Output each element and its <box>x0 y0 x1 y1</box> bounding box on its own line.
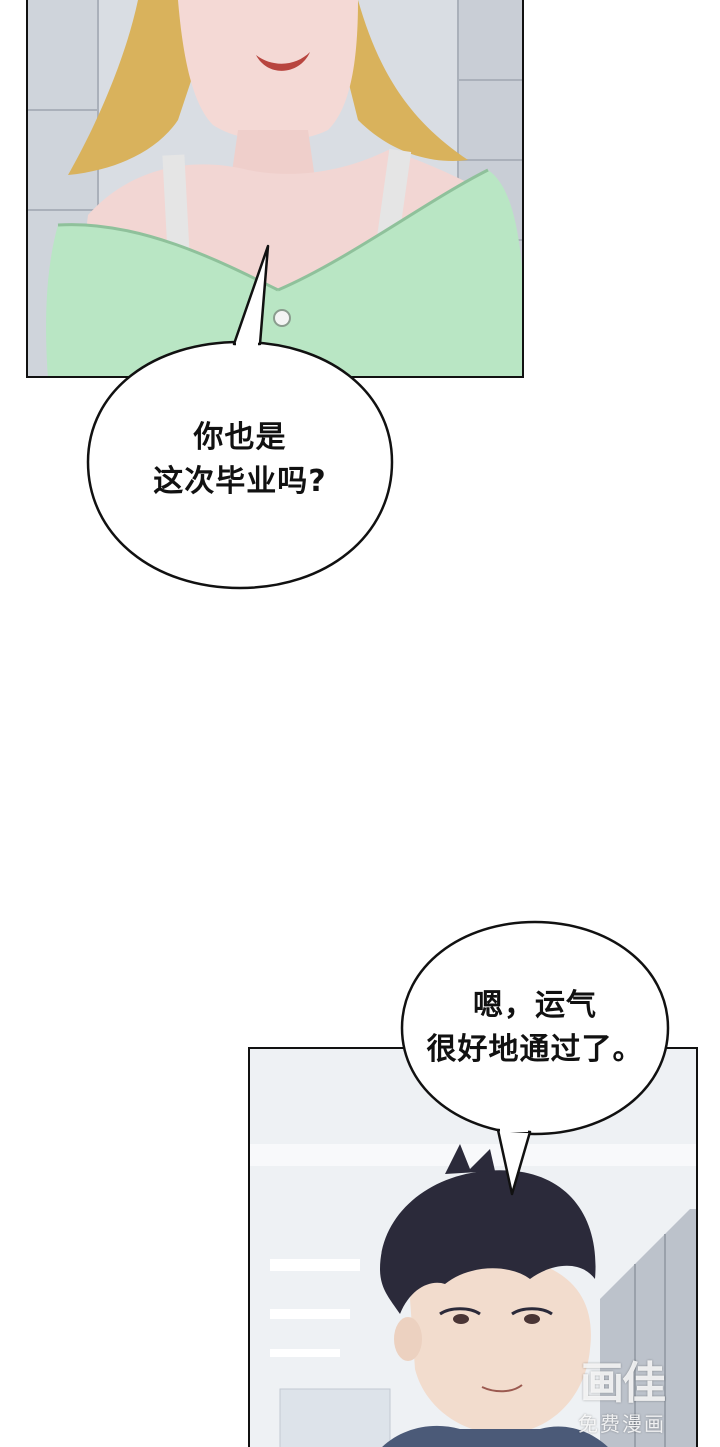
bubble-2-text: 嗯，运气 很好地通过了。 <box>398 984 672 1072</box>
bubble-1-line-2: 这次毕业吗? <box>153 464 327 499</box>
watermark-text: 免费漫画 <box>578 1412 666 1436</box>
watermark-logo: 画佳 <box>580 1358 666 1409</box>
speech-bubble-1: 你也是 这次毕业吗? <box>84 240 396 594</box>
bubble-1-text: 你也是 这次毕业吗? <box>84 416 396 504</box>
bubble-2-line-2: 很好地通过了。 <box>426 1032 644 1067</box>
man-illustration <box>250 1049 696 1447</box>
woman-illustration <box>28 0 522 376</box>
speech-bubble-shape <box>86 244 394 590</box>
watermark: 画佳 免费漫画 <box>578 1360 666 1437</box>
bubble-2-line-1: 嗯，运气 <box>473 988 597 1023</box>
speech-bubble-shape <box>400 920 670 1196</box>
bubble-1-line-1: 你也是 <box>193 420 287 455</box>
comic-panel-bottom: 画佳 免费漫画 <box>248 1047 698 1447</box>
comic-panel-top <box>26 0 524 378</box>
speech-bubble-2: 嗯，运气 很好地通过了。 <box>398 918 672 1198</box>
